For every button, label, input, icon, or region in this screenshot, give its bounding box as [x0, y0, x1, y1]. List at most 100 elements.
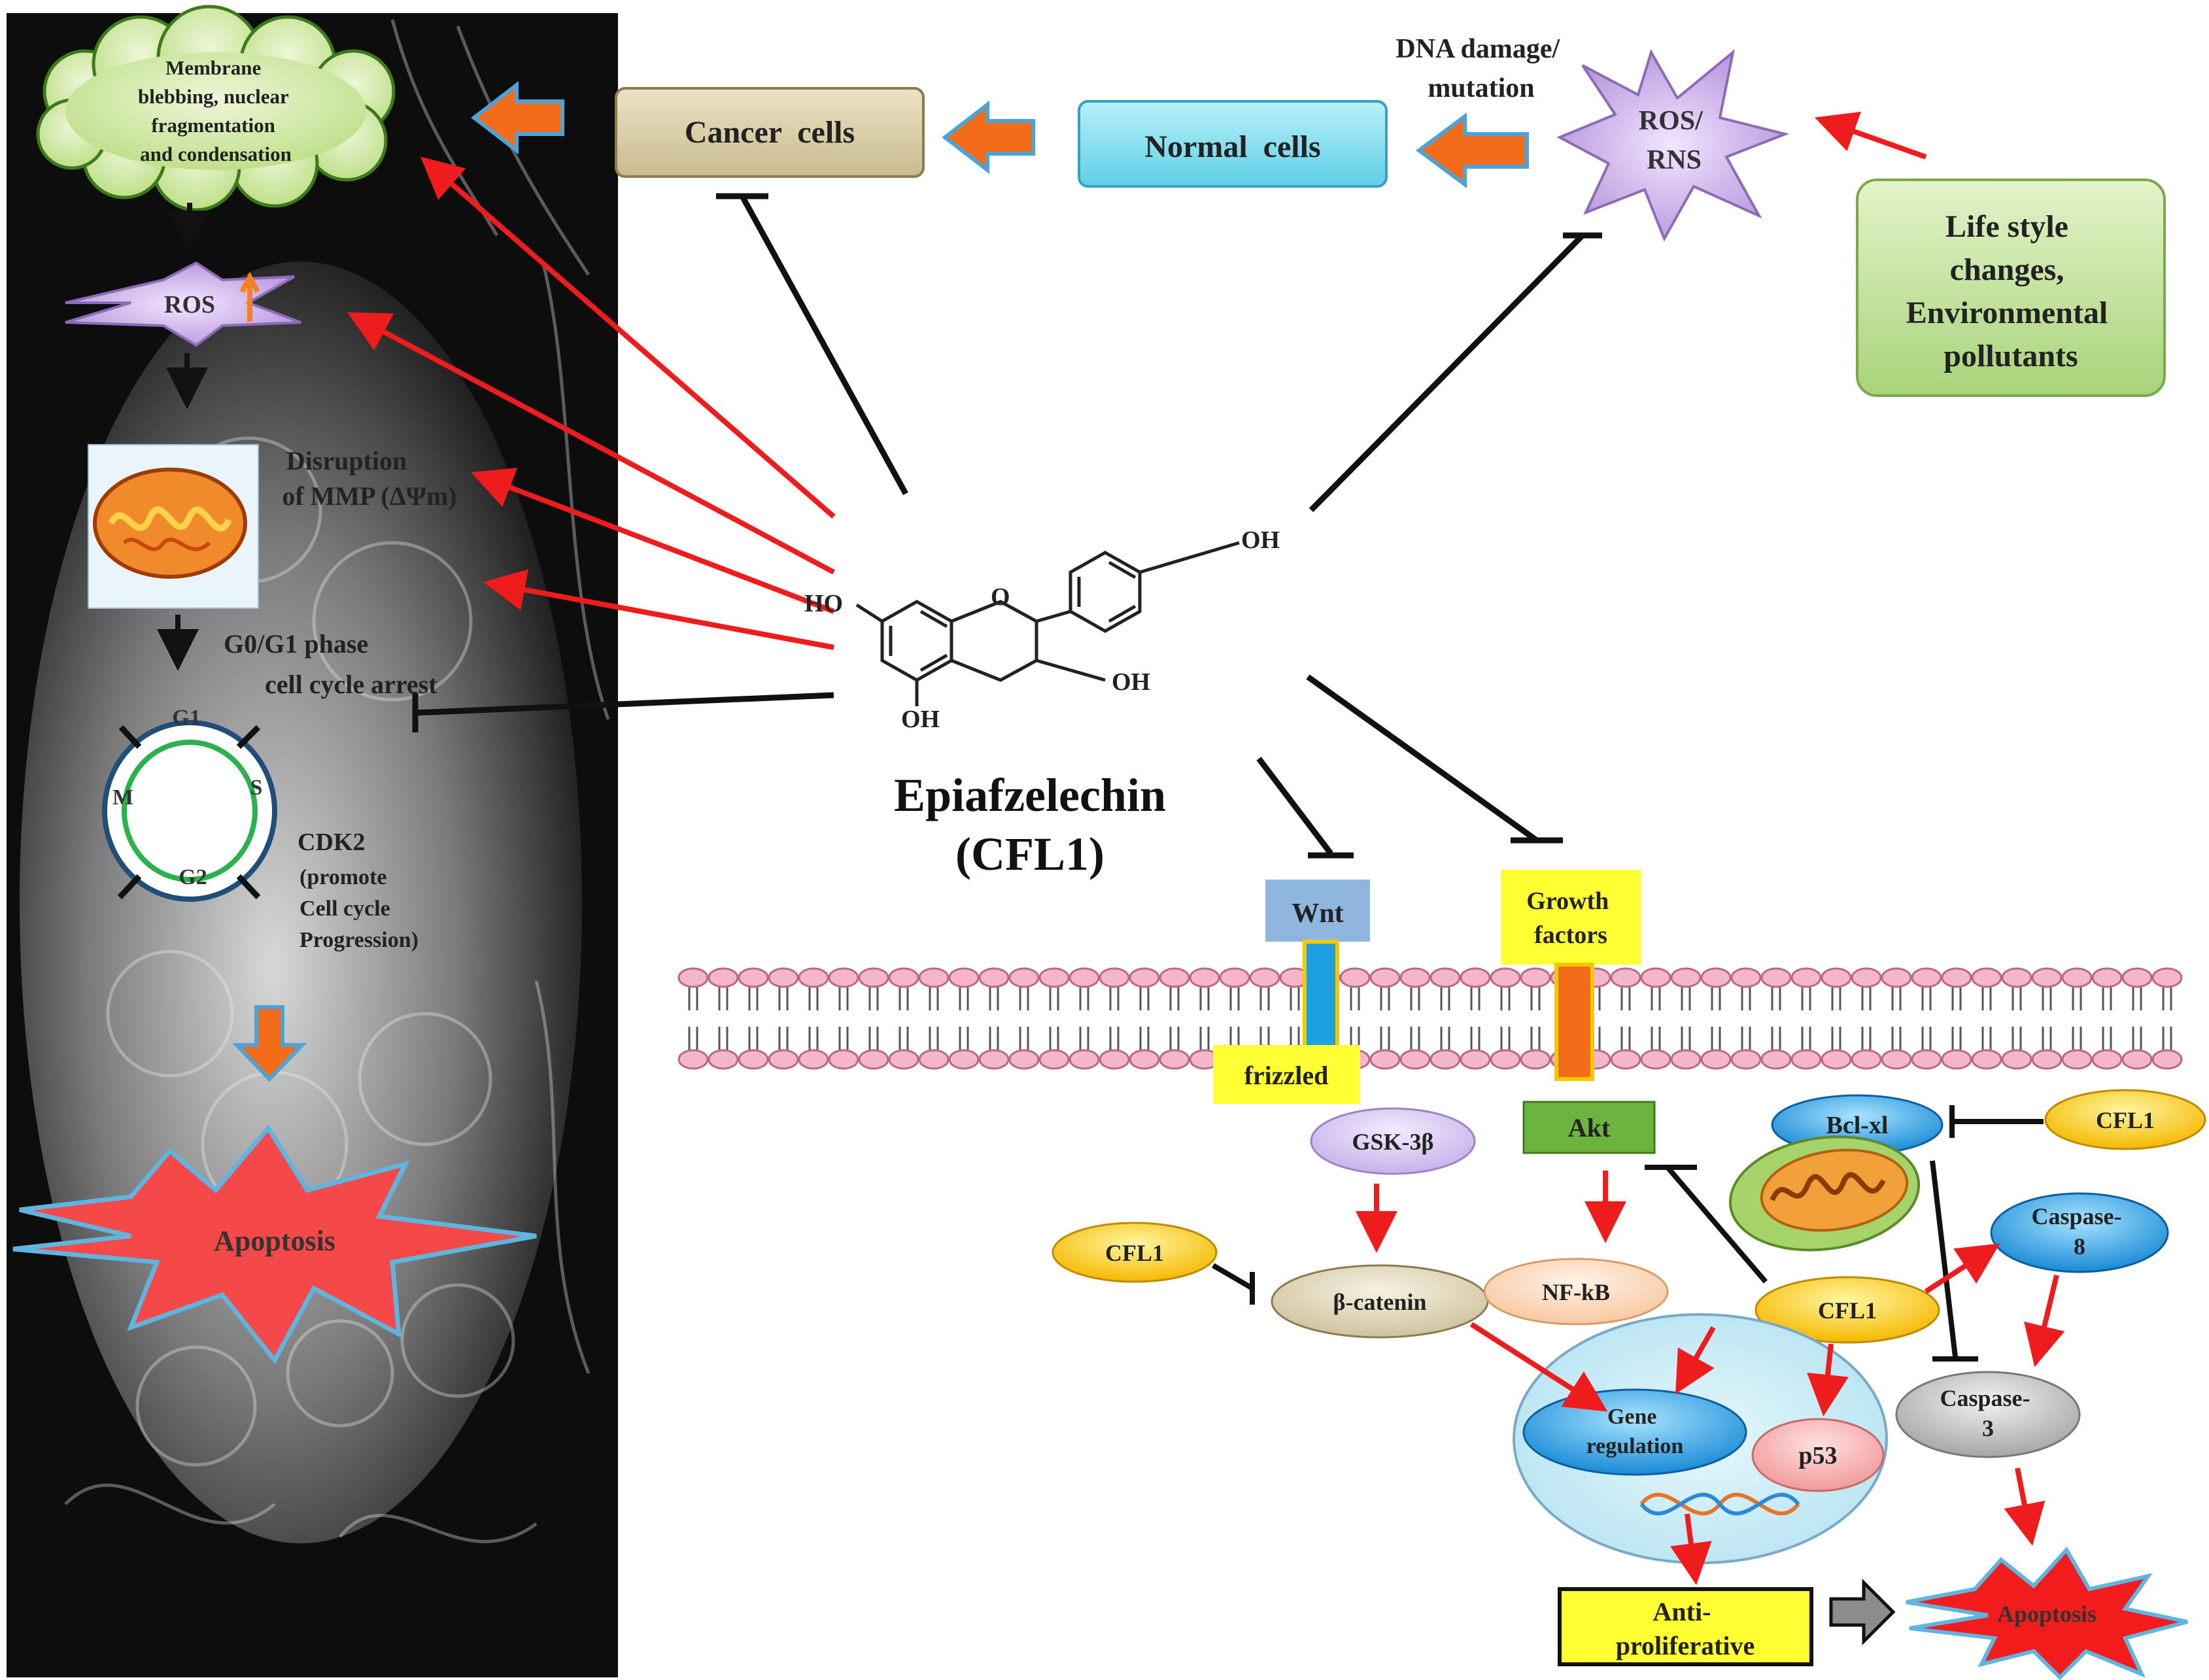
lipid-head — [1369, 967, 1401, 988]
lipid-tail — [1350, 987, 1360, 1050]
cfl1-node-catenin — [1052, 1222, 1218, 1283]
lipid-head — [2121, 967, 2153, 988]
lipid-head — [1851, 1049, 1882, 1070]
top-row: Cancer cells Normal cells DNA damage/ mu… — [615, 34, 2166, 397]
p53-label: p53 — [1798, 1442, 1837, 1469]
beta-catenin-label: β-catenin — [1333, 1289, 1427, 1315]
lipid-tail — [1801, 987, 1811, 1050]
lipid-tail — [1771, 987, 1781, 1050]
lipid-head — [2031, 1049, 2063, 1070]
lipid-head — [1610, 967, 1641, 988]
lipid-head — [1460, 1049, 1491, 1070]
lipid-head — [1460, 967, 1491, 988]
lipid-head — [708, 967, 739, 988]
gene-regulation-line1: Gene — [1607, 1405, 1657, 1429]
caspase3-node — [1895, 1371, 2081, 1458]
lipid-tail — [1711, 987, 1721, 1050]
lipid-head — [948, 967, 980, 988]
anti-proliferative-line2: proliferative — [1616, 1631, 1755, 1660]
lipid-head — [1760, 967, 1792, 988]
pathway-panel: Wnt frizzled Growth factors GSK-3β Akt B… — [674, 870, 2206, 1680]
lipid-head — [888, 1049, 919, 1070]
lipid-head — [1159, 1049, 1190, 1070]
lipid-head — [798, 967, 829, 988]
lipid-head — [1730, 967, 1762, 988]
epiafzelechin-structure — [855, 541, 1240, 706]
ros-rns-star: ROS/ RNS — [1556, 48, 1790, 242]
lipid-tail — [1831, 987, 1841, 1050]
lipid-head — [1640, 1049, 1671, 1070]
lipid-tail — [1019, 987, 1029, 1050]
apoptosis-right-label: Apoptosis — [1997, 1601, 2097, 1627]
lifestyle-line3: Environmental — [1906, 296, 2108, 330]
frizzled-box — [1213, 1045, 1360, 1104]
lipid-head — [2031, 967, 2063, 988]
lipid-head — [1911, 1049, 1942, 1070]
lipid-head — [1219, 967, 1250, 988]
svg-text:(promote Cell cycle: (promote Cell cycle Progression) — [300, 865, 419, 952]
lipid-head — [1700, 1049, 1732, 1070]
membrane-text-line3: fragmentation — [151, 114, 275, 137]
frizzled-label: frizzled — [1244, 1061, 1329, 1090]
lipid-tail — [2012, 987, 2022, 1050]
cfl1-label-catenin: CFL1 — [1105, 1240, 1164, 1266]
membrane-text-line2: blebbing, nuclear — [138, 85, 289, 108]
growth-factors-box — [1501, 870, 1641, 965]
lipid-head — [1700, 967, 1732, 988]
lipid-tail — [2102, 987, 2112, 1050]
svg-text:Growth factors: Growth factors — [1526, 887, 1615, 949]
lipid-head — [1069, 1049, 1100, 1070]
molecule-ho-left: HO — [804, 590, 843, 617]
cdk2-title: CDK2 — [298, 829, 365, 856]
lipid-head — [1911, 967, 1942, 988]
lipid-head — [1339, 967, 1371, 988]
cdk2-text-line3: Progression) — [300, 928, 419, 952]
lipid-head — [1008, 1049, 1040, 1070]
lipid-tail — [1109, 987, 1120, 1050]
lipid-tail — [1410, 987, 1420, 1050]
dna-damage-line2: mutation — [1428, 73, 1534, 103]
membrane-blebbing-cloud: Membrane blebbing, nuclear fragmentation… — [36, 5, 396, 212]
ros-rns-line2: RNS — [1647, 145, 1702, 175]
svg-text:ROS/ RNS: ROS/ RNS — [1639, 106, 1710, 175]
lipid-head — [1790, 1049, 1822, 1070]
lipid-head — [1971, 1049, 2002, 1070]
cell-membrane — [674, 967, 2200, 1070]
apoptosis-left-label: Apoptosis — [214, 1225, 335, 1257]
lipid-head — [1851, 967, 1882, 988]
cfl1-node-bclxl — [2044, 1089, 2206, 1150]
lipid-tail — [2132, 987, 2142, 1050]
lipid-head — [828, 1049, 859, 1070]
lipid-head — [2151, 1049, 2183, 1070]
molecule-oh-mid: OH — [1112, 668, 1150, 696]
lipid-head — [1069, 967, 1100, 988]
anti-proliferative-line1: Anti- — [1653, 1597, 1711, 1626]
lipid-tail — [1079, 987, 1089, 1050]
lipid-head — [2061, 1049, 2093, 1070]
lipid-tail — [1530, 987, 1541, 1050]
dna-damage-line1: DNA damage/ — [1396, 34, 1560, 64]
lipid-tail — [868, 987, 879, 1050]
svg-text:Caspase- 8: Caspase- 8 — [2031, 1203, 2127, 1260]
lifestyle-to-ros-arrow — [1814, 111, 1927, 160]
phase-m-label: M — [112, 785, 133, 810]
ros-up-arrow-icon — [239, 271, 260, 322]
cdk2-text-line1: (promote — [300, 865, 386, 889]
lipid-tail — [1440, 987, 1450, 1050]
gray-right-arrow-icon — [1829, 1578, 1896, 1646]
lipid-tail — [1049, 987, 1059, 1050]
lipid-head — [2061, 967, 2093, 988]
svg-text:DNA damage/ mutation: DNA damage/ mutation — [1396, 34, 1566, 103]
apoptosis-star-right: Apoptosis — [1906, 1546, 2188, 1680]
growth-factors-line2: factors — [1534, 921, 1607, 949]
cfl1-node-center — [1755, 1276, 1940, 1344]
lipid-head — [768, 1049, 799, 1070]
growth-factors-line1: Growth — [1526, 887, 1609, 915]
lipid-head — [1399, 967, 1431, 988]
lipid-tail — [1681, 987, 1691, 1050]
lipid-head — [858, 967, 889, 988]
lipid-head — [1159, 967, 1190, 988]
lipid-head — [1670, 967, 1702, 988]
lipid-tail — [1741, 987, 1751, 1050]
lipid-head — [2001, 967, 2032, 988]
